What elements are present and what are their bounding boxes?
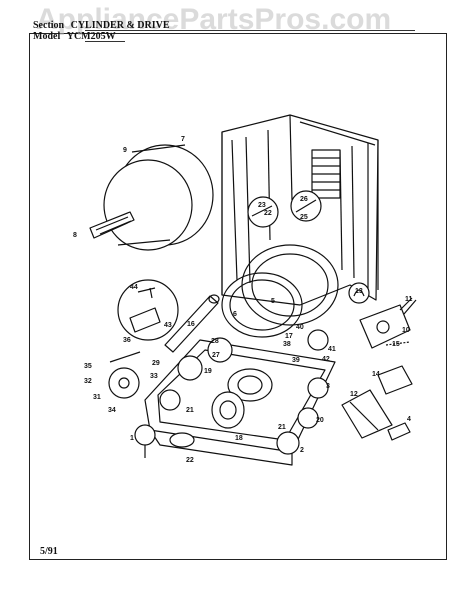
callout-28: 26	[300, 196, 308, 203]
callout-3: 3	[326, 383, 330, 390]
callout-43: 43	[164, 322, 172, 329]
callout-6: 6	[233, 311, 237, 318]
section-header: Section CYLINDER & DRIVE	[33, 20, 170, 31]
diagram-frame	[29, 33, 447, 560]
section-label: Section	[33, 20, 65, 31]
callout-37: 36	[123, 337, 131, 344]
clip-4	[387, 422, 411, 441]
callout-8: 8	[73, 232, 77, 239]
callout-27: 25	[300, 214, 308, 221]
callout-16: 16	[187, 321, 195, 328]
callout-30: 28	[211, 338, 219, 345]
revision-date: 5/91	[40, 546, 58, 557]
callout-17: 17	[285, 333, 293, 340]
inset-detail-44	[117, 279, 179, 341]
callout-29: 27	[212, 352, 220, 359]
inset-detail-28	[290, 190, 322, 222]
callout-2: 2	[300, 447, 304, 454]
callout-33: 32	[84, 378, 92, 385]
motor	[211, 368, 273, 429]
drum	[89, 144, 214, 251]
callout-4: 4	[407, 416, 411, 423]
callout-44: 44	[130, 284, 138, 291]
callout-35: 34	[108, 407, 116, 414]
callout-36: 35	[84, 363, 92, 370]
callout-21: 21	[278, 424, 286, 431]
section-value: CYLINDER & DRIVE	[70, 20, 170, 31]
header-rule-short	[85, 41, 125, 42]
callout-38: 38	[283, 341, 291, 348]
bottom-parts	[134, 329, 411, 458]
callout-25: 22	[264, 210, 272, 217]
callout-7: 7	[181, 136, 185, 143]
model-label: Model	[33, 31, 61, 42]
callout-9: 9	[123, 147, 127, 154]
callout-labels: 7 9 8 23 22 26 25 44 43 16 6 5 13 11 10 …	[73, 136, 413, 464]
callout-23: 22	[186, 457, 194, 464]
plate-14	[377, 365, 413, 395]
inset-detail-13	[348, 282, 370, 304]
callout-41: 41	[328, 346, 336, 353]
model-value: YCM205W	[66, 31, 116, 42]
callout-19: 19	[204, 368, 212, 375]
callout-20: 20	[316, 417, 324, 424]
callout-5: 5	[271, 298, 275, 305]
callout-1: 1	[130, 435, 134, 442]
callout-39: 39	[292, 357, 300, 364]
callout-42: 42	[322, 356, 330, 363]
callout-10: 10	[402, 327, 410, 334]
callout-31: 29	[152, 360, 160, 367]
bulkhead-ring	[221, 244, 339, 338]
callout-32: 31	[93, 394, 101, 401]
callout-34: 33	[150, 373, 158, 380]
inset-detail-26	[247, 196, 279, 228]
callout-26: 23	[258, 202, 266, 209]
idler-bracket	[359, 297, 417, 349]
callout-15: 15	[392, 341, 400, 348]
callout-18: 18	[235, 435, 243, 442]
callout-22: 21	[186, 407, 194, 414]
callout-14: 14	[372, 371, 380, 378]
left-parts-group	[108, 337, 233, 411]
callout-40: 40	[296, 324, 304, 331]
callout-12: 12	[350, 391, 358, 398]
header-rule	[85, 30, 415, 31]
callout-13: 13	[355, 288, 363, 295]
duct-16	[164, 294, 220, 353]
model-header: Model YCM205W	[33, 31, 116, 42]
callout-11: 11	[405, 296, 413, 303]
bracket-12	[341, 389, 393, 439]
